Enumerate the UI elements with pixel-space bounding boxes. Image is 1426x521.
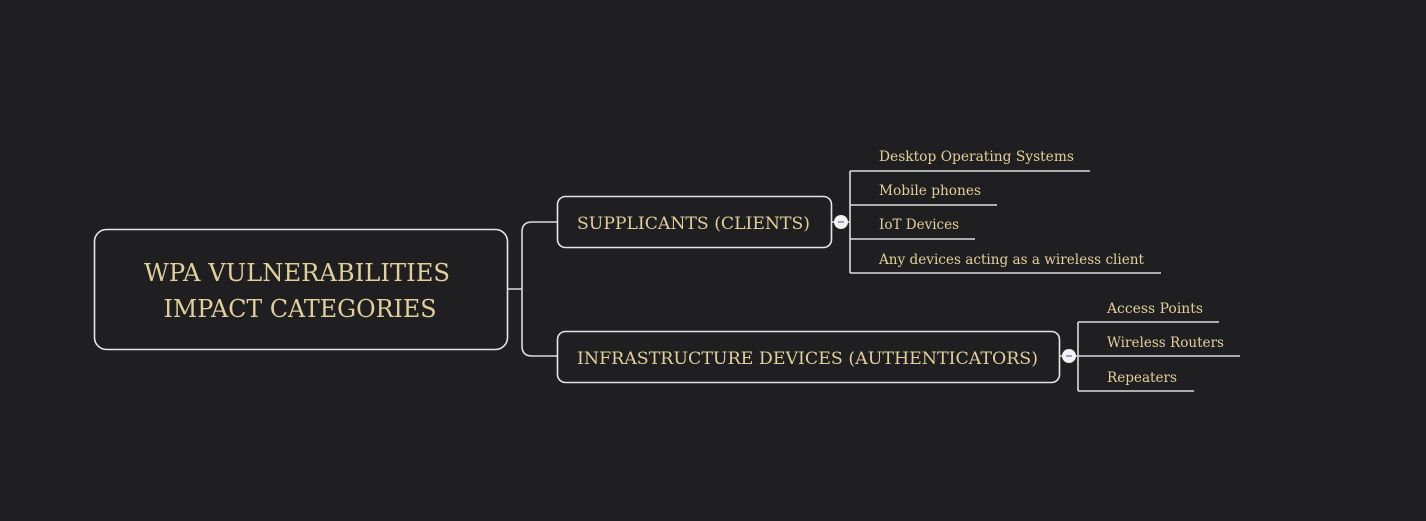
- root-title-line2: IMPACT CATEGORIES: [164, 295, 437, 323]
- leaf-desktop-os[interactable]: Desktop Operating Systems: [879, 149, 1074, 165]
- leaf-mobile-phones[interactable]: Mobile phones: [879, 183, 981, 199]
- leaf-repeaters[interactable]: Repeaters: [1107, 370, 1177, 386]
- branch-infrastructure-label: INFRASTRUCTURE DEVICES (AUTHENTICATORS): [577, 349, 1038, 369]
- root-title-line1: WPA VULNERABILITIES: [144, 259, 450, 287]
- leaf-iot-devices[interactable]: IoT Devices: [879, 217, 959, 233]
- collapse-infrastructure-icon[interactable]: [1062, 349, 1076, 363]
- collapse-supplicants-icon[interactable]: [834, 215, 848, 229]
- leaf-any-wireless-client[interactable]: Any devices acting as a wireless client: [878, 252, 1145, 268]
- branch-infrastructure[interactable]: INFRASTRUCTURE DEVICES (AUTHENTICATORS): [556, 330, 1061, 384]
- branch-supplicants[interactable]: SUPPLICANTS (CLIENTS): [556, 195, 833, 249]
- root-connector: [507, 221, 557, 357]
- branch-supplicants-label: SUPPLICANTS (CLIENTS): [577, 214, 810, 234]
- root-node[interactable]: WPA VULNERABILITIES IMPACT CATEGORIES: [93, 228, 509, 351]
- leaf-access-points[interactable]: Access Points: [1106, 301, 1203, 317]
- leaf-wireless-routers[interactable]: Wireless Routers: [1107, 335, 1224, 351]
